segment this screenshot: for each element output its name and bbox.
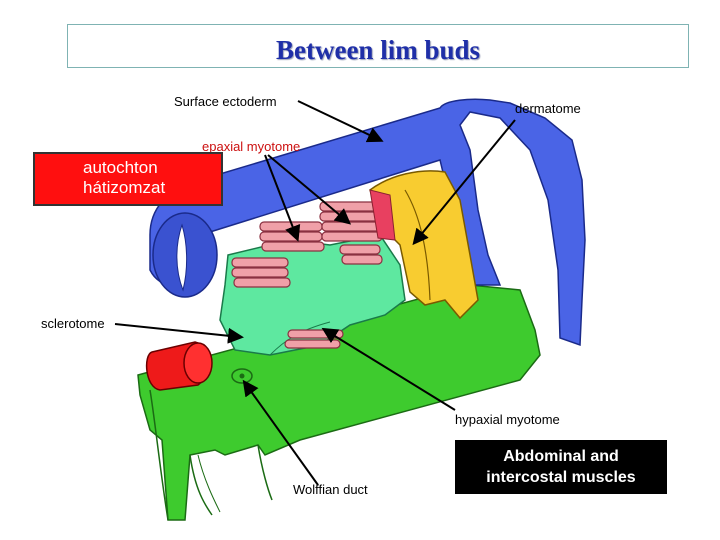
- title-box: Between lim buds: [67, 24, 689, 68]
- autochton-line2: hátizomzat: [83, 178, 166, 197]
- pointer-arrows: [114, 100, 516, 486]
- autochton-box: autochton hátizomzat: [33, 152, 223, 206]
- label-dermatome: dermatome: [515, 101, 581, 116]
- abdominal-line1: Abdominal and: [503, 448, 619, 465]
- abdominal-box: Abdominal and intercostal muscles: [455, 440, 667, 494]
- myotome-cut-face: [369, 189, 396, 241]
- lateral-plate-mesoderm: [137, 284, 541, 521]
- label-sclerotome: sclerotome: [41, 316, 105, 331]
- label-hypaxial-myotome: hypaxial myotome: [455, 412, 560, 427]
- label-wolffian-duct: Wolffian duct: [293, 482, 368, 497]
- page-title: Between lim buds: [275, 35, 481, 65]
- label-surface-ectoderm: Surface ectoderm: [174, 94, 277, 109]
- mesoderm-front-fold: [149, 389, 273, 521]
- label-epaxial-myotome: epaxial myotome: [202, 139, 301, 154]
- autochton-line1: autochton: [83, 158, 158, 177]
- abdominal-line2: intercostal muscles: [486, 469, 636, 486]
